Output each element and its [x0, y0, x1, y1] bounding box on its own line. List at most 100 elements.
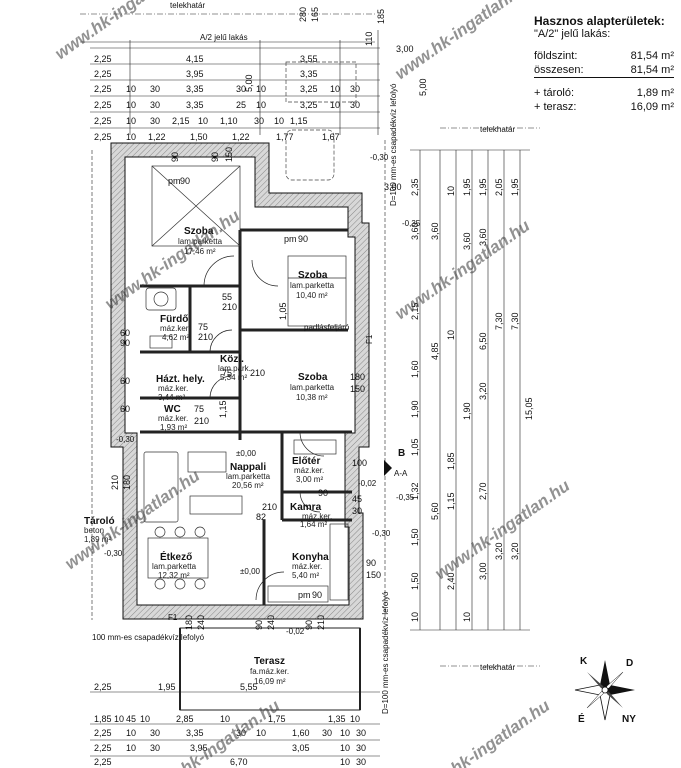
downpipe-label-left: 100 mm-es csapadékvíz lefolyó — [92, 633, 205, 642]
dim-text: 90 — [366, 558, 376, 568]
svg-text:Szoba: Szoba — [184, 226, 214, 237]
property-line-label-right-bottom: telekhatár — [480, 663, 515, 672]
dim-text: 1,95 — [158, 682, 176, 692]
svg-text:5,34 m²: 5,34 m² — [220, 373, 247, 382]
svg-text:Kamra: Kamra — [290, 502, 322, 513]
svg-text:1,64 m²: 1,64 m² — [300, 520, 327, 529]
dim-text: 55 — [222, 292, 232, 302]
dim-text: 45 — [126, 714, 136, 724]
dim-text: 3,20 — [510, 542, 520, 560]
compass-icon — [574, 660, 635, 721]
dim-text: 1,60 — [292, 728, 310, 738]
dim-text: 1,77 — [276, 132, 294, 142]
dim-text: 100 — [352, 458, 367, 468]
level-text: -0,02 — [358, 479, 377, 488]
dim-text: 10 — [340, 728, 350, 738]
legend-title: Hasznos alapterületek: — [534, 14, 665, 28]
dim-text: 10 — [256, 100, 266, 110]
dim-text: 1,35 — [328, 714, 346, 724]
dim-text: 2,25 — [94, 116, 112, 126]
dim-text: 30 — [150, 116, 160, 126]
svg-text:fa.máz.ker.: fa.máz.ker. — [250, 667, 289, 676]
dim-text: 10 — [274, 116, 284, 126]
dim-text: 2,25 — [94, 69, 112, 79]
level-text: -0,30 — [370, 153, 389, 162]
dim-text: 210 — [198, 332, 213, 342]
dim-text: 10 — [330, 84, 340, 94]
dim-text: 3,25 — [300, 100, 318, 110]
svg-text:Közl.: Közl. — [220, 354, 244, 365]
dim-text: 2,25 — [94, 54, 112, 64]
dim-text: 3,00 — [396, 44, 414, 54]
svg-text:lam.parketta: lam.parketta — [226, 472, 271, 481]
right-dim-lines — [410, 149, 530, 631]
site-outline — [91, 61, 386, 620]
dim-text: 2,25 — [94, 100, 112, 110]
dim-text: 5,00 — [244, 74, 254, 92]
svg-text:Szoba: Szoba — [298, 372, 328, 383]
dim-text: 1,22 — [232, 132, 250, 142]
dim-text: 3,95 — [190, 743, 208, 753]
dim-text: 10 — [330, 100, 340, 110]
dim-text: 2,40 — [446, 572, 456, 590]
dim-text: 60 — [120, 376, 130, 386]
right-dim-texts: 2,35 3,60 2,15 1,60 1,90 1,05 1,32 5,60 … — [410, 178, 534, 622]
dim-text: 1,85 — [94, 714, 112, 724]
dim-text: 30 — [350, 100, 360, 110]
legend-row-storage: + tároló: 1,89 m² — [534, 87, 674, 99]
downpipe-label-bottom: D=100 mm-es csapadékvíz lefolyó — [381, 591, 390, 714]
dim-text: 25 — [236, 100, 246, 110]
dim-text: 180 — [184, 615, 194, 630]
dim-text: 2,05 — [494, 178, 504, 196]
dim-text: 2,70 — [478, 482, 488, 500]
dim-text: 2,15 — [410, 302, 420, 320]
level-text: -0,02 — [286, 627, 305, 636]
svg-text:10,40 m²: 10,40 m² — [296, 291, 328, 300]
dim-text: 5,60 — [430, 502, 440, 520]
dim-text: 2,85 — [176, 714, 194, 724]
room-konyha: Konyha máz.ker. 5,40 m² — [292, 552, 329, 580]
dim-text: 45 — [352, 494, 362, 504]
room-eloter: Előtér máz.ker. 3,00 m² — [292, 456, 324, 484]
svg-text:17,46 m²: 17,46 m² — [184, 247, 216, 256]
legend-row-ground-floor: földszint: 81,54 m² — [534, 50, 674, 62]
room-furdo: Fürdő máz.ker. 4,62 m² — [160, 314, 190, 342]
room-wc: WC máz.ker. 1,93 m² — [158, 404, 188, 432]
svg-text:WC: WC — [164, 404, 181, 415]
dim-text: 30 — [236, 84, 246, 94]
downpipe-label-top: D=100 mm-es csapadékvíz lefolyó — [389, 83, 398, 206]
dim-text: 90 — [304, 620, 314, 630]
svg-text:3,00 m²: 3,00 m² — [296, 475, 323, 484]
dim-text: 3,05 — [292, 743, 310, 753]
svg-text:beton: beton — [84, 526, 104, 535]
dim-text: 3,55 — [300, 54, 318, 64]
section-f1-right-label: F1 — [365, 334, 374, 344]
level-text: -0,30 — [116, 435, 135, 444]
svg-text:lam.park.: lam.park. — [218, 364, 251, 373]
section-b-label: B — [398, 448, 405, 459]
dim-text: 2,15 — [172, 116, 190, 126]
dim-text: 150 — [366, 570, 381, 580]
level-text: -0,30 — [372, 529, 391, 538]
dim-text: 30 — [254, 116, 264, 126]
dim-text: 2,25 — [94, 743, 112, 753]
room-nappali: Nappali lam.parketta 20,56 m² — [226, 462, 271, 490]
dim-text: 90 — [312, 590, 322, 600]
dim-text: 1,50 — [410, 572, 420, 590]
dim-text: 90 — [298, 234, 308, 244]
dim-text: 1,90 — [410, 400, 420, 418]
dim-text: pm — [284, 234, 297, 244]
dim-text: 2,25 — [94, 84, 112, 94]
svg-text:máz.ker.: máz.ker. — [302, 512, 332, 521]
room-szoba-2: Szoba lam.parketta 10,40 m² — [290, 270, 335, 300]
dim-text: 3,20 — [494, 542, 504, 560]
svg-text:16,09 m²: 16,09 m² — [254, 677, 286, 686]
dim-text: 1,95 — [462, 178, 472, 196]
dim-text: 10 — [126, 132, 136, 142]
dim-text: 3,35 — [186, 100, 204, 110]
dim-text: 3,60 — [410, 222, 420, 240]
dim-text: 1,67 — [322, 132, 340, 142]
level-text: -0,35 — [396, 493, 415, 502]
dim-text: pm — [168, 176, 181, 186]
